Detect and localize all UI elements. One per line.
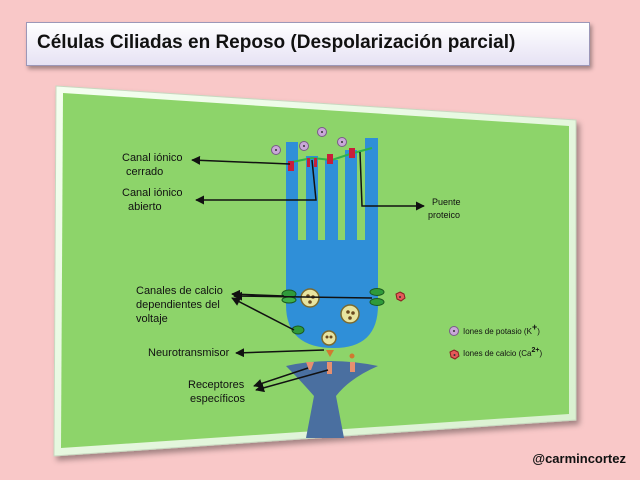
potassium-ion xyxy=(317,127,327,137)
author-credit: @carmincortez xyxy=(532,451,626,466)
potassium-ion xyxy=(337,137,347,147)
calcium-channel xyxy=(291,325,305,335)
label-neurotransmitter: Neurotransmisor xyxy=(148,347,230,359)
arrow-protein-bridge xyxy=(359,151,425,211)
label-protein-bridge: proteico xyxy=(428,210,460,220)
label-protein-bridge: Puente xyxy=(432,197,461,207)
legend-calcium-label: Iones de calcio (Ca2+) xyxy=(463,347,542,358)
label-calcium-channels: Canales de calcio xyxy=(136,285,223,297)
neurotransmitter xyxy=(349,353,355,359)
receptor xyxy=(306,362,314,370)
legend-potassium-icon xyxy=(449,326,459,336)
label-receptors: Receptores xyxy=(188,379,245,391)
neurotransmitter xyxy=(326,350,334,357)
arrow-closed-channel xyxy=(191,155,291,165)
ion-channel-open xyxy=(314,158,317,167)
potassium-ion xyxy=(299,141,309,151)
page-title: Células Ciliadas en Reposo (Despolarizac… xyxy=(37,32,516,53)
arrow-calcium-channel-3 xyxy=(231,297,295,331)
label-open-channel: Canal iónico xyxy=(122,187,183,199)
arrow-receptor-2 xyxy=(255,369,329,393)
ion-channel-closed xyxy=(349,148,355,158)
ion-channel-closed xyxy=(327,154,333,164)
label-open-channel: abierto xyxy=(128,201,162,213)
calcium-channel xyxy=(369,298,385,306)
arrow-open-channel xyxy=(195,159,317,205)
synaptic-vesicle xyxy=(321,330,337,346)
label-receptors: específicos xyxy=(190,393,246,405)
label-calcium-channels: voltaje xyxy=(136,313,168,325)
arrow-calcium-channel-2 xyxy=(233,291,373,301)
potassium-ion xyxy=(271,145,281,155)
receptor xyxy=(350,362,355,372)
arrow-receptor-1 xyxy=(253,367,309,388)
ion-channel-closed xyxy=(288,161,294,171)
receptor xyxy=(327,362,332,374)
synaptic-vesicle xyxy=(340,304,360,324)
calcium-ion xyxy=(395,291,406,302)
label-closed-channel: Canal iónico xyxy=(122,152,183,164)
title-box: Células Ciliadas en Reposo (Despolarizac… xyxy=(26,22,590,66)
calcium-channel xyxy=(369,288,385,296)
legend-calcium-icon xyxy=(449,349,460,360)
legend-potassium-label: Iones de potasio (K+) xyxy=(463,322,540,336)
label-closed-channel: cerrado xyxy=(126,166,163,178)
synaptic-vesicle xyxy=(300,288,320,308)
arrow-neurotransmitter xyxy=(235,348,325,358)
calcium-channel xyxy=(281,296,297,304)
label-calcium-channels: dependientes del xyxy=(136,299,220,311)
postsynaptic-neuron xyxy=(286,361,378,438)
ion-channel-open xyxy=(307,158,310,167)
